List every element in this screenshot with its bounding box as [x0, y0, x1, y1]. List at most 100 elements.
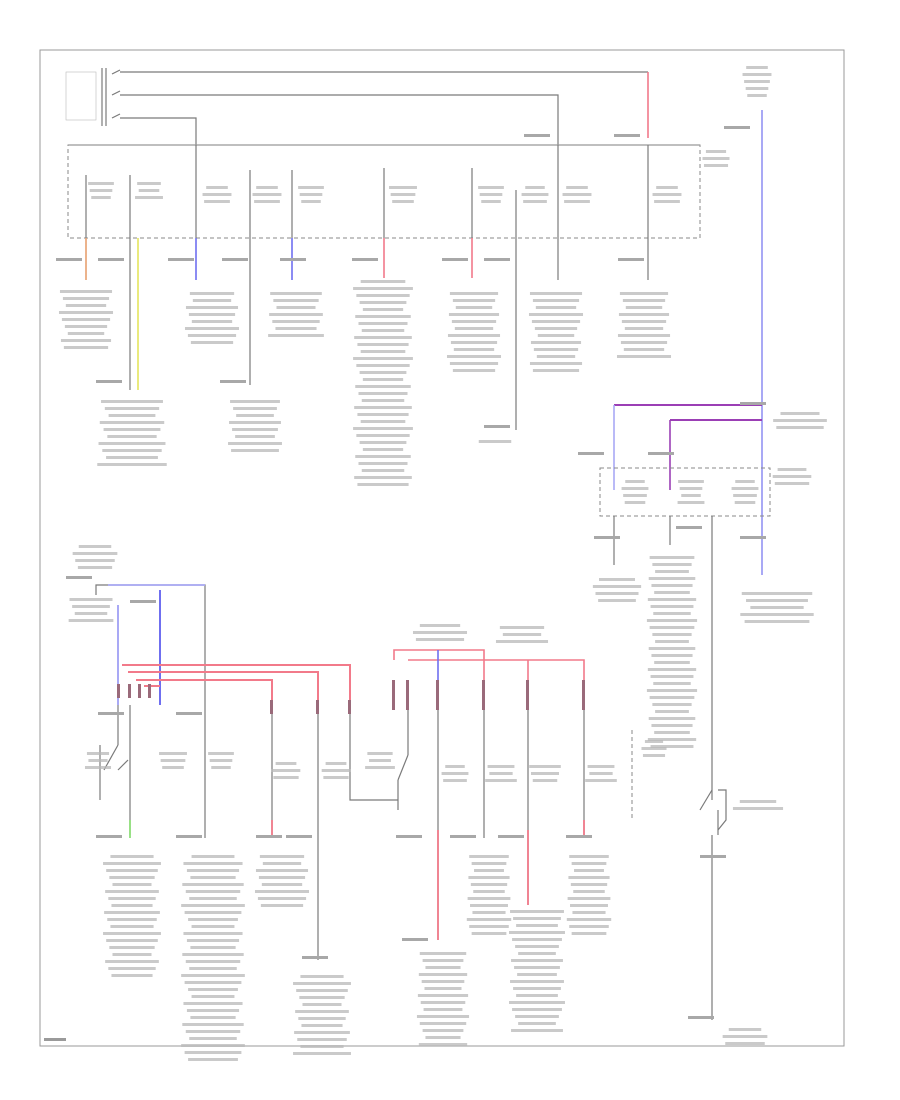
fuse-row-top: [85, 145, 649, 238]
text-mark: [592, 585, 642, 588]
text-mark: [365, 766, 395, 769]
text-mark: [585, 779, 617, 782]
text-mark: [298, 186, 324, 189]
wire-label-mark: [676, 526, 702, 529]
text-mark: [479, 193, 503, 196]
text-mark: [269, 313, 323, 316]
text-mark: [233, 407, 277, 410]
text-mark: [160, 759, 186, 762]
footer-tag-mark: [44, 1038, 66, 1041]
text-mark: [530, 341, 582, 344]
text-mark: [204, 200, 230, 203]
wire-label-mark: [484, 425, 510, 428]
text-mark: [677, 501, 705, 504]
text-mark: [236, 414, 274, 417]
text-mark: [189, 292, 235, 295]
text-mark: [354, 406, 412, 409]
text-mark: [59, 290, 113, 293]
text-mark: [272, 320, 320, 323]
text-mark: [302, 1003, 342, 1006]
text-mark: [780, 412, 820, 415]
wire-label-mark: [740, 536, 766, 539]
text-mark: [651, 654, 693, 657]
text-mark: [515, 945, 559, 948]
text-mark: [353, 427, 413, 430]
text-mark: [451, 320, 497, 323]
text-mark: [446, 355, 502, 358]
text-mark: [515, 1015, 559, 1018]
text-mark: [261, 883, 303, 886]
text-mark: [740, 613, 814, 616]
text-mark: [529, 292, 583, 295]
text-mark: [481, 200, 501, 203]
text-mark: [301, 200, 321, 203]
text-mark: [745, 87, 769, 90]
text-mark: [703, 164, 729, 167]
text-mark: [620, 341, 668, 344]
text-mark: [325, 762, 347, 765]
text-mark: [746, 599, 808, 602]
text-mark: [188, 988, 238, 991]
text-mark: [88, 182, 114, 185]
text-mark: [362, 448, 404, 451]
text-mark: [617, 334, 671, 337]
text-mark: [562, 193, 592, 196]
text-mark: [262, 862, 302, 865]
text-mark: [185, 960, 241, 963]
text-mark: [732, 807, 784, 810]
text-mark: [230, 400, 280, 403]
text-mark: [72, 552, 118, 555]
text-mark: [181, 1044, 245, 1047]
text-mark: [275, 762, 297, 765]
text-mark: [102, 449, 162, 452]
text-mark: [618, 313, 670, 316]
text-mark: [106, 869, 158, 872]
text-mark: [655, 570, 689, 573]
text-mark: [564, 200, 590, 203]
text-mark: [452, 369, 496, 372]
text-mark: [567, 897, 611, 900]
text-mark: [191, 320, 233, 323]
text-mark: [355, 385, 411, 388]
text-mark: [511, 1029, 563, 1032]
text-mark: [211, 766, 231, 769]
text-mark: [273, 776, 299, 779]
wire-label-mark: [498, 835, 524, 838]
text-mark: [111, 974, 153, 977]
text-mark: [534, 327, 578, 330]
text-mark: [353, 287, 413, 290]
text-mark: [104, 407, 160, 410]
text-mark: [354, 336, 412, 339]
text-mark: [447, 334, 501, 337]
text-mark: [232, 428, 278, 431]
text-mark: [528, 313, 584, 316]
text-mark: [650, 675, 694, 678]
text-mark: [516, 924, 558, 927]
wire-label-mark: [96, 835, 122, 838]
wire-label-mark: [614, 134, 640, 137]
text-mark: [423, 1008, 463, 1011]
text-mark: [653, 612, 691, 615]
text-mark: [650, 745, 694, 748]
wire-label-mark: [130, 600, 156, 603]
text-mark: [108, 967, 156, 970]
text-mark: [651, 724, 693, 727]
text-mark: [188, 918, 238, 921]
text-mark: [260, 904, 304, 907]
text-mark: [108, 414, 156, 417]
text-mark: [185, 1030, 241, 1033]
text-mark: [513, 917, 561, 920]
text-mark: [487, 765, 515, 768]
text-mark: [642, 754, 666, 757]
text-mark: [531, 320, 581, 323]
text-mark: [276, 306, 316, 309]
text-mark: [570, 904, 608, 907]
text-mark: [356, 434, 410, 437]
text-mark: [186, 939, 240, 942]
text-mark: [190, 946, 236, 949]
text-mark: [300, 1045, 344, 1048]
text-mark: [181, 974, 245, 977]
text-mark: [296, 989, 348, 992]
text-mark: [587, 765, 615, 768]
text-mark: [268, 334, 324, 337]
